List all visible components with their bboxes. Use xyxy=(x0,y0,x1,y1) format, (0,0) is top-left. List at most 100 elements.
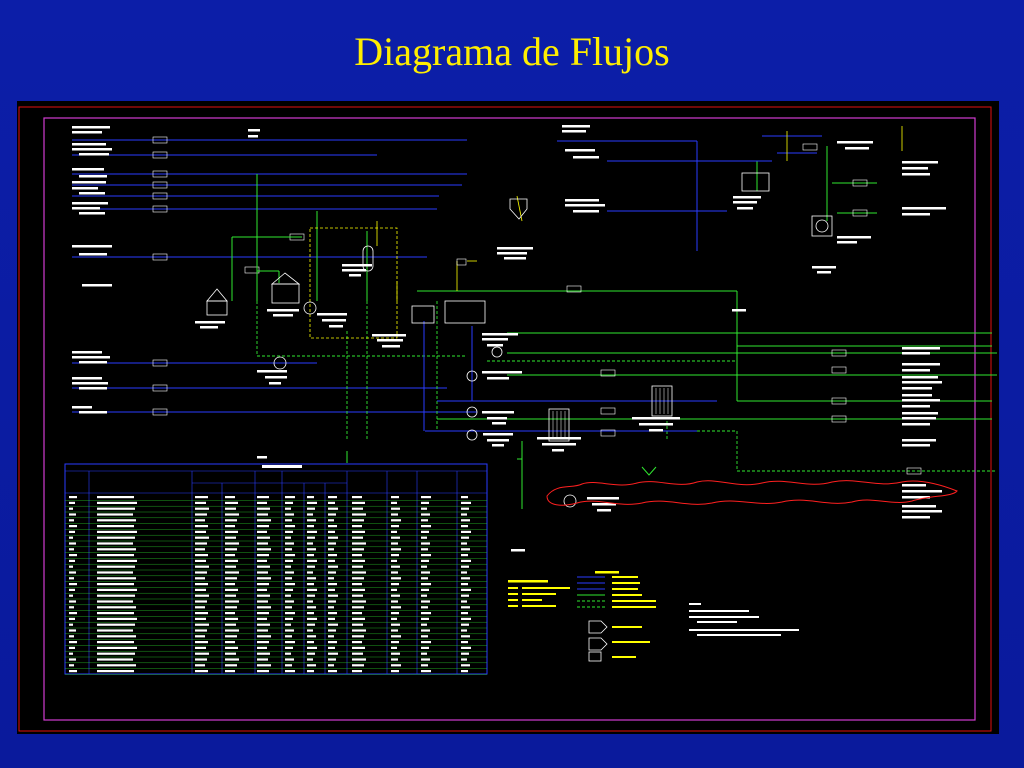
table-cell xyxy=(352,583,362,586)
table-cell xyxy=(391,629,398,632)
table-cell xyxy=(97,652,135,655)
table-cell xyxy=(69,525,77,528)
table-cell xyxy=(461,530,471,533)
table-cell xyxy=(307,496,314,499)
table-cell xyxy=(352,548,364,551)
table-cell xyxy=(285,588,293,591)
table-cell xyxy=(461,617,471,620)
table-cell xyxy=(97,496,134,499)
table-cell xyxy=(285,559,293,562)
table-cell xyxy=(69,548,74,551)
table-cell xyxy=(352,623,363,626)
table-cell xyxy=(328,501,335,504)
table-cell xyxy=(421,571,430,574)
table-cell xyxy=(69,513,76,516)
table-cell xyxy=(307,501,317,504)
table-cell xyxy=(461,606,470,609)
table-cell xyxy=(421,583,431,586)
table-cell xyxy=(421,652,427,655)
table-cell xyxy=(195,519,205,522)
table-cell xyxy=(97,612,134,615)
table-cell xyxy=(328,496,337,499)
table-cell xyxy=(461,652,469,655)
table-cell xyxy=(352,559,365,562)
table-cell xyxy=(69,594,73,597)
table-cell xyxy=(421,588,429,591)
table-cell xyxy=(352,496,362,499)
table-cell xyxy=(285,554,295,557)
table-cell xyxy=(69,658,76,661)
table-cell xyxy=(225,571,239,574)
table-cell xyxy=(97,664,136,667)
cooling-coil xyxy=(546,480,958,506)
table-cell xyxy=(195,612,208,615)
table-cell xyxy=(69,635,74,638)
table-cell xyxy=(225,565,236,568)
table-cell xyxy=(257,612,269,615)
table-cell xyxy=(421,548,428,551)
table-cell xyxy=(328,559,335,562)
table-cell xyxy=(97,594,135,597)
table-cell xyxy=(391,501,397,504)
table-cell xyxy=(257,496,269,499)
table-cell xyxy=(225,542,239,545)
table-cell xyxy=(69,623,73,626)
table-cell xyxy=(391,548,401,551)
table-cell xyxy=(391,577,401,580)
table-cell xyxy=(257,577,271,580)
table-cell xyxy=(352,588,365,591)
table-cell xyxy=(352,536,363,539)
table-cell xyxy=(97,559,137,562)
table-cell xyxy=(307,559,317,562)
table-cell xyxy=(328,536,338,539)
table-cell xyxy=(421,623,427,626)
table-cell xyxy=(461,565,469,568)
table-cell xyxy=(421,664,428,667)
table-cell xyxy=(257,525,269,528)
instrument-lines xyxy=(376,126,903,301)
table-cell xyxy=(257,507,270,510)
table-cell xyxy=(195,530,206,533)
table-cell xyxy=(285,530,293,533)
table-cell xyxy=(421,594,427,597)
table-cell xyxy=(352,571,366,574)
table-cell xyxy=(461,507,469,510)
table-cell xyxy=(69,629,76,632)
table-cell xyxy=(285,571,294,574)
table-cell xyxy=(461,612,468,615)
table-cell xyxy=(285,652,291,655)
table-cell xyxy=(257,530,267,533)
table-cell xyxy=(285,536,291,539)
table-cell xyxy=(285,670,295,673)
table-cell xyxy=(307,652,315,655)
table-cell xyxy=(461,600,467,603)
table-cell xyxy=(461,559,471,562)
table-cell xyxy=(307,525,314,528)
table-cell xyxy=(257,588,267,591)
table-cell xyxy=(69,617,75,620)
table-cell xyxy=(352,554,362,557)
table-cell xyxy=(352,525,362,528)
table-cell xyxy=(461,501,471,504)
table-cell xyxy=(257,658,268,661)
table-cell xyxy=(69,664,74,667)
table-cell xyxy=(97,530,137,533)
table-cell xyxy=(225,635,237,638)
table-cell xyxy=(195,670,208,673)
table-cell xyxy=(285,617,293,620)
table-cell xyxy=(225,513,239,516)
table-cell xyxy=(328,571,336,574)
table-cell xyxy=(391,670,399,673)
table-cell xyxy=(195,594,209,597)
table-cell xyxy=(307,536,315,539)
green-dashed-lines xyxy=(256,291,997,472)
table-cell xyxy=(257,594,270,597)
table-cell xyxy=(257,606,271,609)
table-cell xyxy=(285,658,294,661)
table-cell xyxy=(69,646,75,649)
table-cell xyxy=(195,664,205,667)
table-cell xyxy=(285,577,292,580)
table-cell xyxy=(225,583,235,586)
table-cell xyxy=(391,554,399,557)
pumps xyxy=(273,301,577,508)
